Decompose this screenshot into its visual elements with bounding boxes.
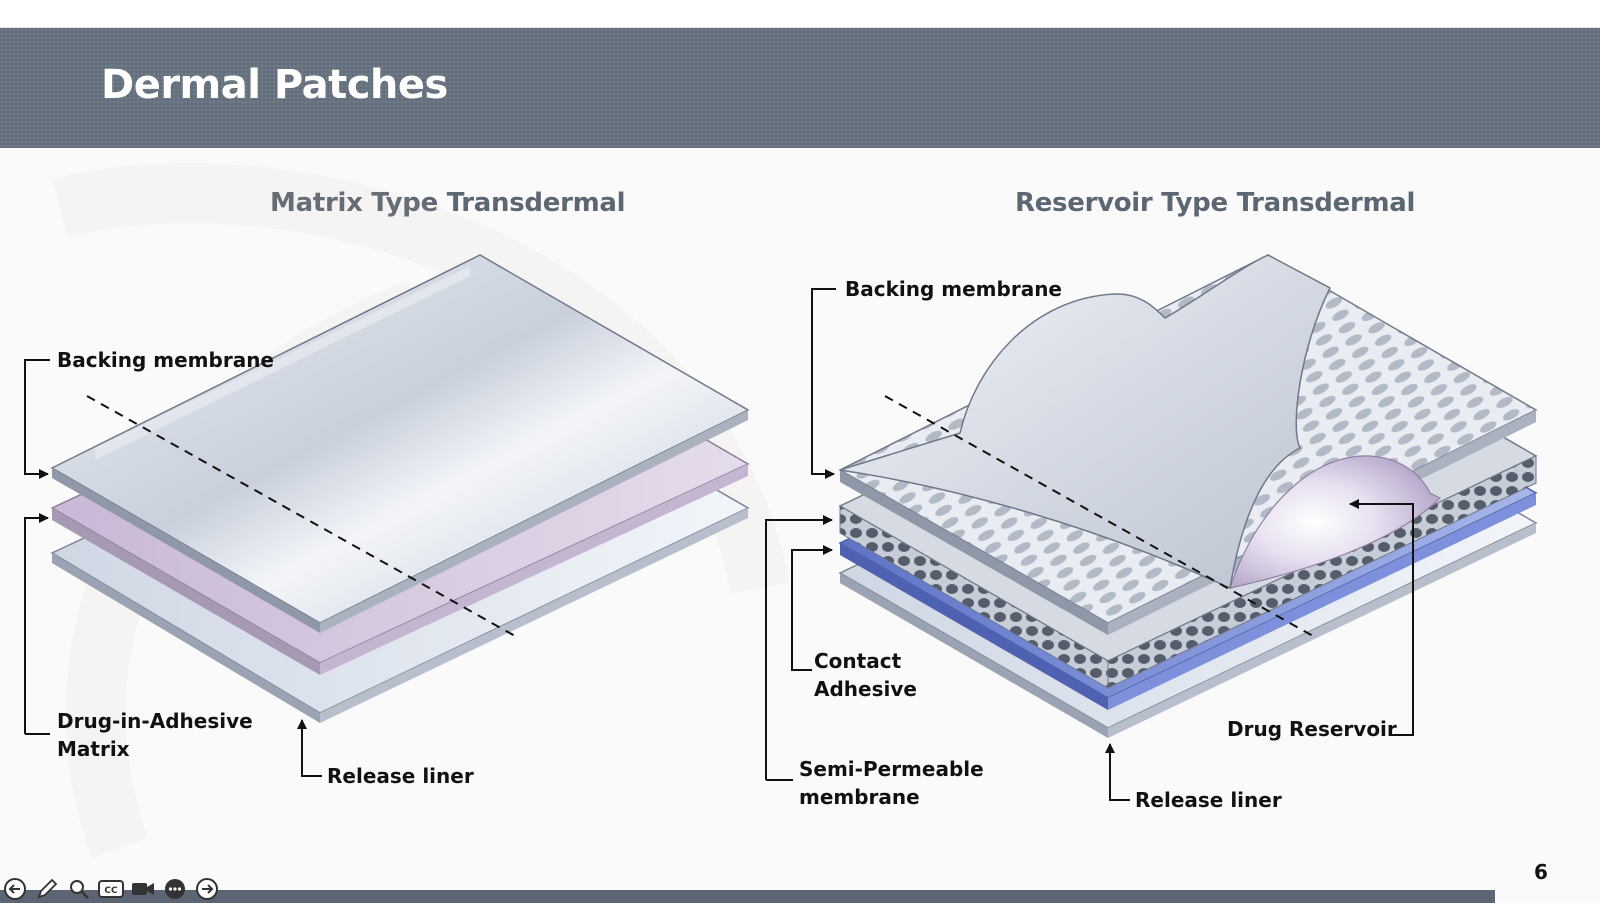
more-options-button[interactable] [162, 876, 188, 902]
matrix-patch-drawing [50, 254, 750, 723]
window-top-strip [0, 0, 1600, 28]
previous-icon [4, 878, 26, 900]
reservoir-backing-flap [839, 254, 1331, 590]
reservoir-cut-line [884, 395, 1314, 637]
reservoir-backing-membrane-label: Backing membrane [845, 277, 1062, 301]
matrix-drug-adhesive-label: Drug-in-Adhesive Matrix [57, 707, 253, 763]
patch-illustration [24, 163, 1538, 859]
reservoir-contact-adhesive-line2: Adhesive [814, 677, 917, 701]
matrix-backing-membrane-label: Backing membrane [57, 348, 274, 372]
next-slide-button[interactable] [194, 876, 220, 902]
reservoir-patch-drawing [838, 254, 1538, 738]
reservoir-semi-permeable-line2: membrane [799, 785, 920, 809]
presentation-toolbar: CC [2, 876, 220, 902]
zoom-icon [70, 880, 89, 899]
title-bar [0, 28, 1600, 148]
reservoir-contact-adhesive-label: Contact Adhesive [814, 647, 917, 703]
captions-text: CC [104, 886, 118, 896]
camera-button[interactable] [130, 876, 156, 902]
previous-slide-button[interactable] [2, 876, 28, 902]
reservoir-drug-reservoir-label: Drug Reservoir [1227, 717, 1397, 741]
reservoir-release-liner-label: Release liner [1135, 788, 1282, 812]
camera-icon [132, 883, 154, 895]
more-icon [165, 879, 185, 899]
matrix-release-liner-label: Release liner [327, 764, 474, 788]
matrix-diagram-title: Matrix Type Transdermal [270, 188, 626, 218]
footer-bar [0, 890, 1495, 903]
reservoir-contact-adhesive-line1: Contact [814, 649, 902, 673]
captions-icon: CC [98, 880, 124, 898]
next-icon [196, 878, 218, 900]
reservoir-semi-permeable-label: Semi-Permeable membrane [799, 755, 984, 811]
pen-tool-button[interactable] [34, 876, 60, 902]
reservoir-diagram-title: Reservoir Type Transdermal [1015, 188, 1416, 218]
drug-reservoir-fill [1229, 455, 1442, 589]
matrix-drug-adhesive-line2: Matrix [57, 737, 130, 761]
slide-title: Dermal Patches [101, 62, 448, 108]
matrix-callout-lines [24, 359, 322, 777]
matrix-cut-line [86, 395, 516, 637]
matrix-drug-adhesive-line1: Drug-in-Adhesive [57, 709, 253, 733]
reservoir-callout-lines [765, 288, 1414, 801]
pen-icon [37, 878, 58, 899]
patch-diagrams: Backing membrane Drug-in-Adhesive Matrix… [0, 148, 1600, 888]
matrix-backing-layer [50, 254, 750, 633]
captions-button[interactable]: CC [98, 876, 124, 902]
reservoir-semi-permeable-line1: Semi-Permeable [799, 757, 984, 781]
zoom-button[interactable] [66, 876, 92, 902]
page-number: 6 [1534, 860, 1548, 884]
